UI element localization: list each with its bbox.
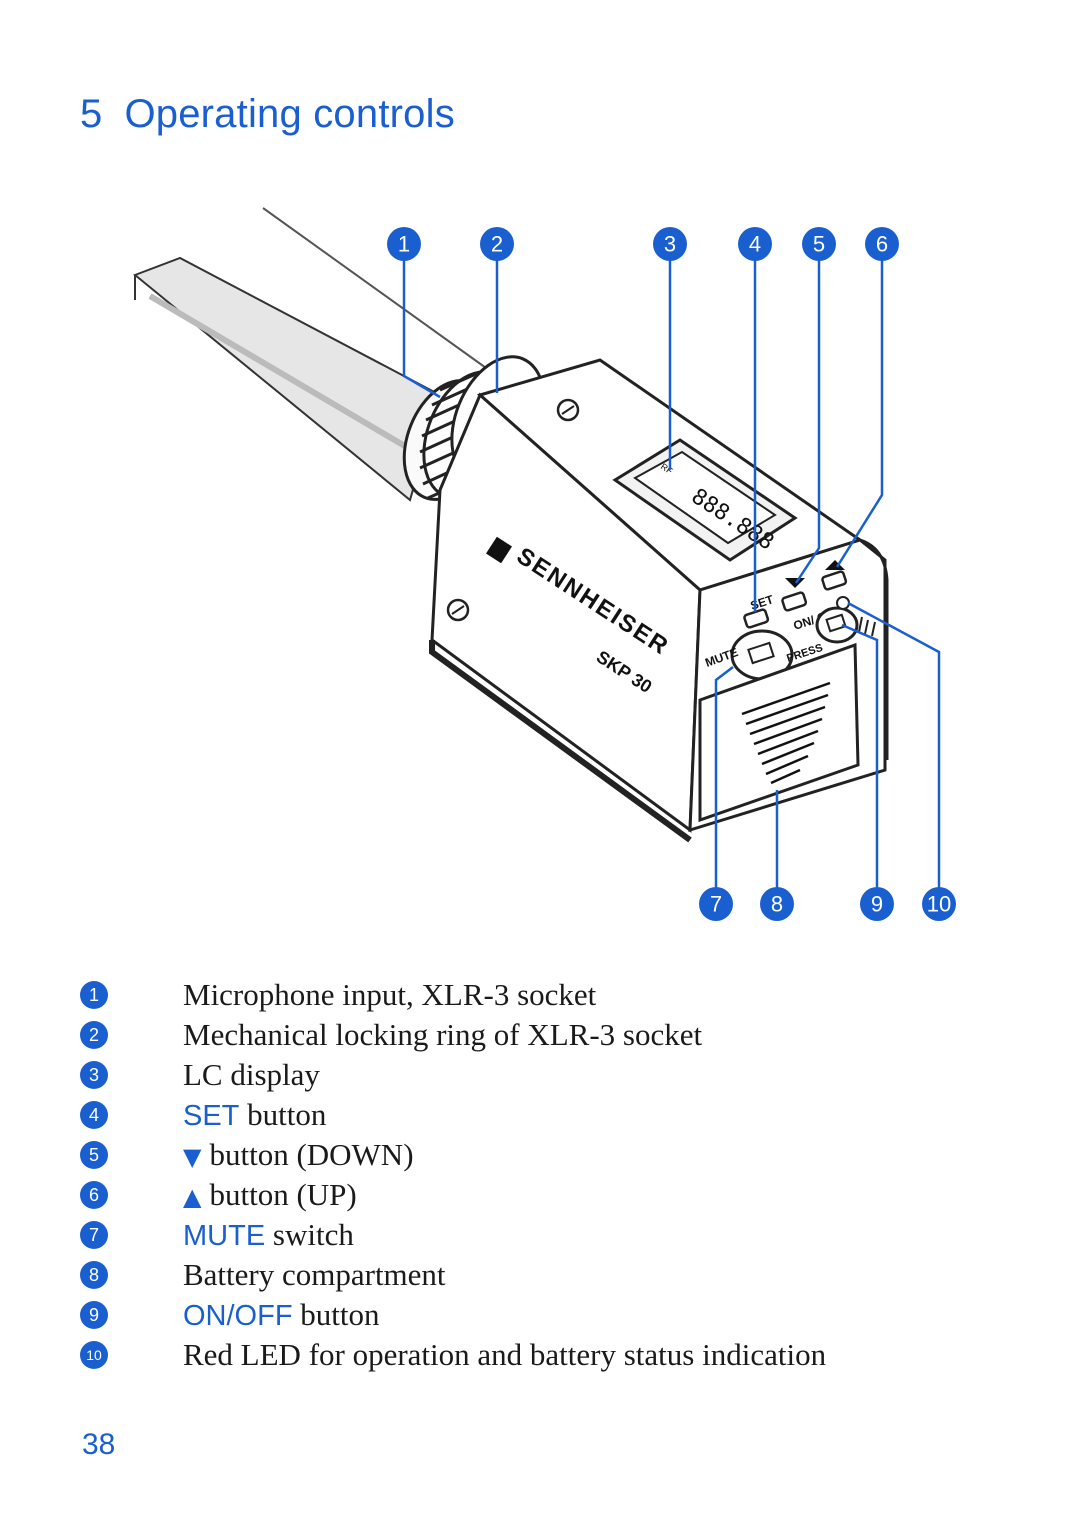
svg-text:1: 1 xyxy=(398,232,410,257)
legend-number: 8 xyxy=(80,1261,108,1289)
svg-text:9: 9 xyxy=(871,892,883,917)
svg-text:7: 7 xyxy=(710,892,722,917)
callout-leader-lines xyxy=(402,260,941,888)
down-button[interactable] xyxy=(781,591,808,612)
set-button[interactable] xyxy=(743,608,770,629)
svg-text:8: 8 xyxy=(771,892,783,917)
legend-number: 1 xyxy=(80,981,108,1009)
legend-item: 3 LC display xyxy=(80,1055,1040,1095)
legend-item: 4 SET button xyxy=(80,1095,1040,1135)
legend-text: Microphone input, XLR-3 socket xyxy=(183,977,597,1012)
svg-text:4: 4 xyxy=(749,232,761,257)
legend-description: switch xyxy=(272,1217,354,1252)
legend-text: ▲button (UP) xyxy=(183,1177,357,1213)
callout-marker-7: 7 xyxy=(699,887,733,921)
legend-description: button xyxy=(247,1097,327,1132)
legend-number: 6 xyxy=(80,1181,108,1209)
legend-item: 1 Microphone input, XLR-3 socket xyxy=(80,975,1040,1015)
section-title: Operating controls xyxy=(124,92,455,136)
legend-item: 8 Battery compartment xyxy=(80,1255,1040,1295)
section-number: 5 xyxy=(80,92,103,136)
callout-marker-9: 9 xyxy=(860,887,894,921)
down-arrow-icon: ▼ xyxy=(183,1143,202,1171)
legend-description: button (DOWN) xyxy=(209,1137,414,1172)
callout-marker-1: 1 xyxy=(387,227,421,261)
legend-number: 2 xyxy=(80,1021,108,1049)
legend-text: Mechanical locking ring of XLR-3 socket xyxy=(183,1017,703,1052)
legend-text: Red LED for operation and battery status… xyxy=(183,1337,827,1372)
legend-number: 10 xyxy=(80,1341,108,1369)
legend-item: 7 MUTE switch xyxy=(80,1215,1040,1255)
legend-item: 10 Red LED for operation and battery sta… xyxy=(80,1335,1040,1375)
callout-marker-3: 3 xyxy=(653,227,687,261)
legend-number: 4 xyxy=(80,1101,108,1129)
legend-text: LC display xyxy=(183,1057,320,1092)
status-led xyxy=(836,596,850,610)
legend-text: ▼button (DOWN) xyxy=(183,1137,414,1173)
legend-description: button xyxy=(300,1297,380,1332)
battery-compartment xyxy=(698,642,860,823)
svg-text:6: 6 xyxy=(876,232,888,257)
callout-marker-4: 4 xyxy=(738,227,772,261)
callout-marker-10: 10 xyxy=(922,887,956,921)
legend-number: 5 xyxy=(80,1141,108,1169)
svg-text:3: 3 xyxy=(664,232,676,257)
legend-text: ON/OFF button xyxy=(183,1297,380,1333)
legend-item: 6 ▲button (UP) xyxy=(80,1175,1040,1215)
controls-legend: 1 Microphone input, XLR-3 socket 2 Mecha… xyxy=(80,975,1040,1375)
callout-marker-8: 8 xyxy=(760,887,794,921)
section-heading: 5 Operating controls xyxy=(80,92,455,137)
legend-text: MUTE switch xyxy=(183,1217,354,1253)
legend-text: Battery compartment xyxy=(183,1257,446,1292)
legend-item: 2 Mechanical locking ring of XLR-3 socke… xyxy=(80,1015,1040,1055)
up-button[interactable] xyxy=(821,570,848,591)
up-arrow-icon: ▲ xyxy=(183,1183,202,1211)
svg-text:10: 10 xyxy=(927,892,951,917)
legend-keyword: ON/OFF xyxy=(183,1300,293,1332)
page-number: 38 xyxy=(82,1428,116,1461)
legend-item: 5 ▼button (DOWN) xyxy=(80,1135,1040,1175)
legend-keyword: MUTE xyxy=(183,1220,266,1252)
legend-number: 9 xyxy=(80,1301,108,1329)
legend-keyword: SET xyxy=(183,1100,240,1132)
svg-text:2: 2 xyxy=(491,232,503,257)
legend-number: 3 xyxy=(80,1061,108,1089)
legend-text: SET button xyxy=(183,1097,326,1133)
svg-text:5: 5 xyxy=(813,232,825,257)
legend-description: button (UP) xyxy=(209,1177,357,1212)
callout-marker-2: 2 xyxy=(480,227,514,261)
skp30-device-illustration: 888.888 RF SENNHEISER SKP 30 SET MUTE ON… xyxy=(133,207,956,921)
callout-marker-6: 6 xyxy=(865,227,899,261)
callout-markers: 1 2 3 4 5 6 7 8 9 10 xyxy=(387,227,956,921)
legend-item: 9 ON/OFF button xyxy=(80,1295,1040,1335)
callout-marker-5: 5 xyxy=(802,227,836,261)
legend-number: 7 xyxy=(80,1221,108,1249)
